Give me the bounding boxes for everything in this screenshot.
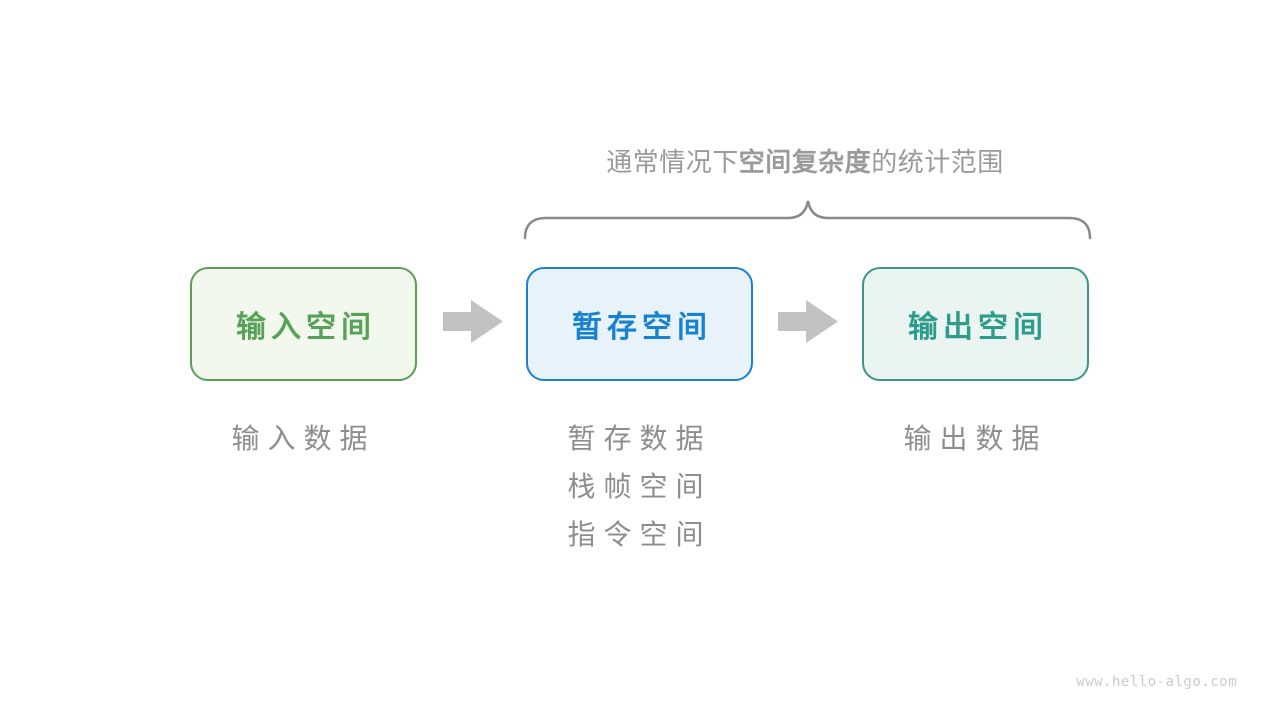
input-space-label: 输入空间 <box>236 311 376 344</box>
output-space-label: 输出空间 <box>908 311 1048 344</box>
arrow-right-icon <box>443 300 503 343</box>
arrow-right-icon <box>778 300 838 343</box>
output-annotation: 输出数据 <box>862 415 1089 463</box>
output-space-box: 输出空间 <box>862 267 1089 381</box>
temp-space-label: 暂存空间 <box>572 311 712 344</box>
diagram-title: 通常情况下空间复杂度的统计范围 <box>465 147 1145 177</box>
title-prefix: 通常情况下 <box>606 147 739 177</box>
watermark: www.hello-algo.com <box>1076 674 1237 690</box>
annotation-line: 栈帧空间 <box>567 471 712 502</box>
title-suffix: 的统计范围 <box>871 147 1004 177</box>
scope-brace <box>523 200 1092 240</box>
input-annotation: 输入数据 <box>190 415 417 463</box>
annotation-line: 暂存数据 <box>567 423 712 454</box>
input-space-box: 输入空间 <box>190 267 417 381</box>
annotation-line: 输出数据 <box>903 423 1048 454</box>
temp-annotations: 暂存数据 栈帧空间 指令空间 <box>526 415 753 559</box>
temp-space-box: 暂存空间 <box>526 267 753 381</box>
title-emphasis: 空间复杂度 <box>738 147 872 177</box>
annotation-line: 指令空间 <box>567 519 712 550</box>
annotation-line: 输入数据 <box>231 423 376 454</box>
